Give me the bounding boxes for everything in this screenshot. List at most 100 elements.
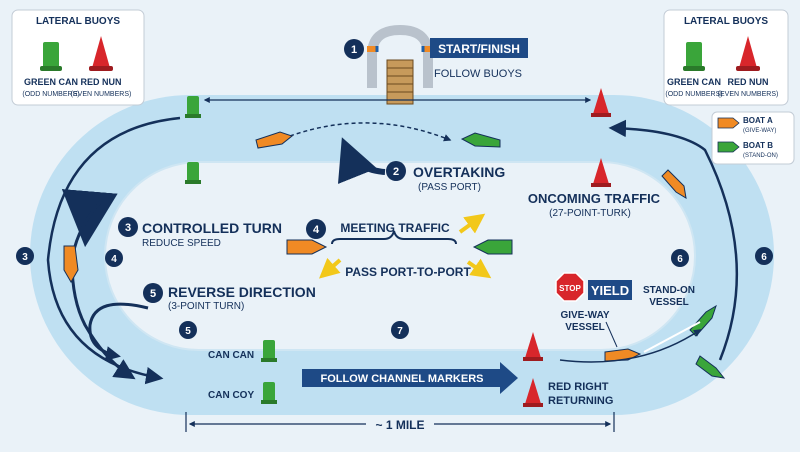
- red-right-label: RED RIGHT: [548, 381, 609, 393]
- boat-b-icon: [717, 141, 740, 153]
- boat-b-meeting: [472, 239, 513, 255]
- green-can-buoy: [185, 96, 201, 118]
- legend-right-title: LATERAL BUOYS: [684, 16, 768, 27]
- legend-left-green-sub: (ODD NUMBERS): [22, 91, 79, 98]
- reverse-title: REVERSE DIRECTION: [168, 284, 316, 300]
- step-2-number: 2: [393, 166, 399, 178]
- stop-sign-text: STOP: [559, 284, 581, 293]
- give-way-label-2: VESSEL: [565, 322, 604, 333]
- can-can-label: CAN CAN: [208, 350, 254, 361]
- boat-b-label: BOAT B: [743, 141, 773, 150]
- green-can-buoy: [185, 162, 201, 184]
- red-nun-buoy: [523, 332, 543, 361]
- route-badge-left-outer: [16, 247, 34, 265]
- route-badge-bottom-mid: [391, 321, 409, 339]
- legend-left-red-sub: (EVEN NUMBERS): [71, 91, 132, 98]
- green-can-icon: [40, 42, 62, 71]
- route-badge-right-outer: [755, 247, 773, 265]
- give-way-label: GIVE-WAY: [560, 310, 609, 321]
- legend-left: LATERAL BUOYS GREEN CAN (ODD NUMBERS) RE…: [11, 9, 145, 106]
- route-badge-left-inner: [105, 249, 123, 267]
- route-badge-right-inner: [671, 249, 689, 267]
- green-can-icon: [683, 42, 705, 71]
- controlled-turn-title: CONTROLLED TURN: [142, 220, 282, 236]
- red-nun-buoy: [591, 158, 611, 187]
- step-3-number: 3: [125, 222, 131, 234]
- reverse-direction-loop: [88, 302, 149, 361]
- oncoming-title: ONCOMING TRAFFIC: [528, 191, 661, 206]
- step-5-number: 5: [150, 288, 156, 300]
- give-way-pointer: [605, 321, 618, 348]
- oncoming-sub: (27-POINT-TURK): [549, 208, 631, 219]
- start-finish-title: START/FINISH: [438, 42, 520, 56]
- yellow-arrow: [319, 257, 342, 279]
- legend-right-red-label: RED NUN: [727, 77, 768, 87]
- follow-channel-arrow: [302, 362, 518, 394]
- yield-banner: [588, 280, 632, 300]
- start-finish-sub: FOLLOW BUOYS: [434, 68, 522, 80]
- inner-island: [105, 162, 695, 350]
- returning-label: RETURNING: [548, 395, 613, 407]
- legend-right-green-sub: (ODD NUMBERS): [665, 91, 722, 98]
- route-badge-bottom-left: [179, 321, 197, 339]
- boat-a-turning: [63, 245, 79, 283]
- legend-right: LATERAL BUOYS GREEN CAN (ODD NUMBERS) RE…: [663, 9, 789, 106]
- stand-on-label: STAND-ON: [643, 285, 695, 296]
- yellow-arrow: [458, 213, 486, 234]
- route-number-bottom-mid: 7: [397, 326, 403, 337]
- follow-channel-text: FOLLOW CHANNEL MARKERS: [321, 373, 484, 385]
- step-4-number: 4: [313, 224, 320, 236]
- legend-right-red-sub: (EVEN NUMBERS): [718, 91, 779, 98]
- boat-b-sub: (STAND-ON): [743, 153, 778, 159]
- boat-b-stand-on-2: [695, 355, 726, 379]
- legend-left-red-label: RED NUN: [80, 77, 121, 87]
- yield-title: YIELD: [591, 283, 629, 298]
- collision-line: [643, 321, 701, 353]
- legend-left-title: LATERAL BUOYS: [36, 16, 120, 27]
- boat-a-oncoming: [661, 169, 687, 199]
- meeting-title: MEETING TRAFFIC: [340, 221, 450, 235]
- left-outer-route: [46, 116, 181, 385]
- boat-legend: BOAT A (GIVE-WAY) BOAT B (STAND-ON): [711, 111, 795, 165]
- route-number-right-inner: 6: [677, 254, 683, 265]
- yellow-arrow: [466, 258, 492, 279]
- route-number-left-outer: 3: [22, 252, 28, 263]
- red-nun-icon: [736, 36, 760, 71]
- overtaking-title: OVERTAKING: [413, 164, 505, 180]
- can-coy-label: CAN COY: [208, 390, 254, 401]
- green-can-buoy: [261, 340, 277, 362]
- step-1-number: 1: [351, 44, 357, 56]
- dock: [386, 59, 414, 105]
- controlled-turn-sub: REDUCE SPEED: [142, 238, 221, 249]
- boat-b-overtaking: [460, 132, 501, 148]
- legend-left-green-label: GREEN CAN: [24, 77, 78, 87]
- meeting-sub: PASS PORT-TO-PORT: [345, 265, 471, 279]
- red-nun-buoy: [591, 88, 611, 117]
- step-3-badge: [118, 217, 138, 237]
- boat-a-overtaking: [255, 131, 294, 149]
- legend-right-green-label: GREEN CAN: [667, 77, 721, 87]
- green-can-buoy: [261, 382, 277, 404]
- route-number-left-inner: 4: [111, 254, 117, 265]
- reverse-sub: (3-POINT TURN): [168, 301, 244, 312]
- red-nun-icon: [89, 36, 113, 71]
- route-number-bottom-left: 5: [185, 326, 191, 337]
- start-finish-banner: [430, 38, 528, 58]
- stop-sign-icon: [555, 272, 585, 302]
- step-5-badge: [143, 283, 163, 303]
- give-way-route: [559, 329, 702, 363]
- red-nun-buoy: [523, 378, 543, 407]
- step-4-badge: [306, 219, 326, 239]
- step-2-badge: [386, 161, 406, 181]
- meeting-brace: [331, 230, 457, 245]
- boat-a-meeting: [286, 239, 328, 255]
- boat-a-icon: [717, 117, 740, 129]
- step-1-badge: [344, 39, 364, 59]
- boat-a-label: BOAT A: [743, 116, 773, 125]
- boat-a-sub: (GIVE-WAY): [743, 128, 776, 134]
- route-number-right-outer: 6: [761, 252, 767, 263]
- overtaking-sub: (PASS PORT): [418, 182, 481, 193]
- overtaking-arrow: [338, 137, 386, 184]
